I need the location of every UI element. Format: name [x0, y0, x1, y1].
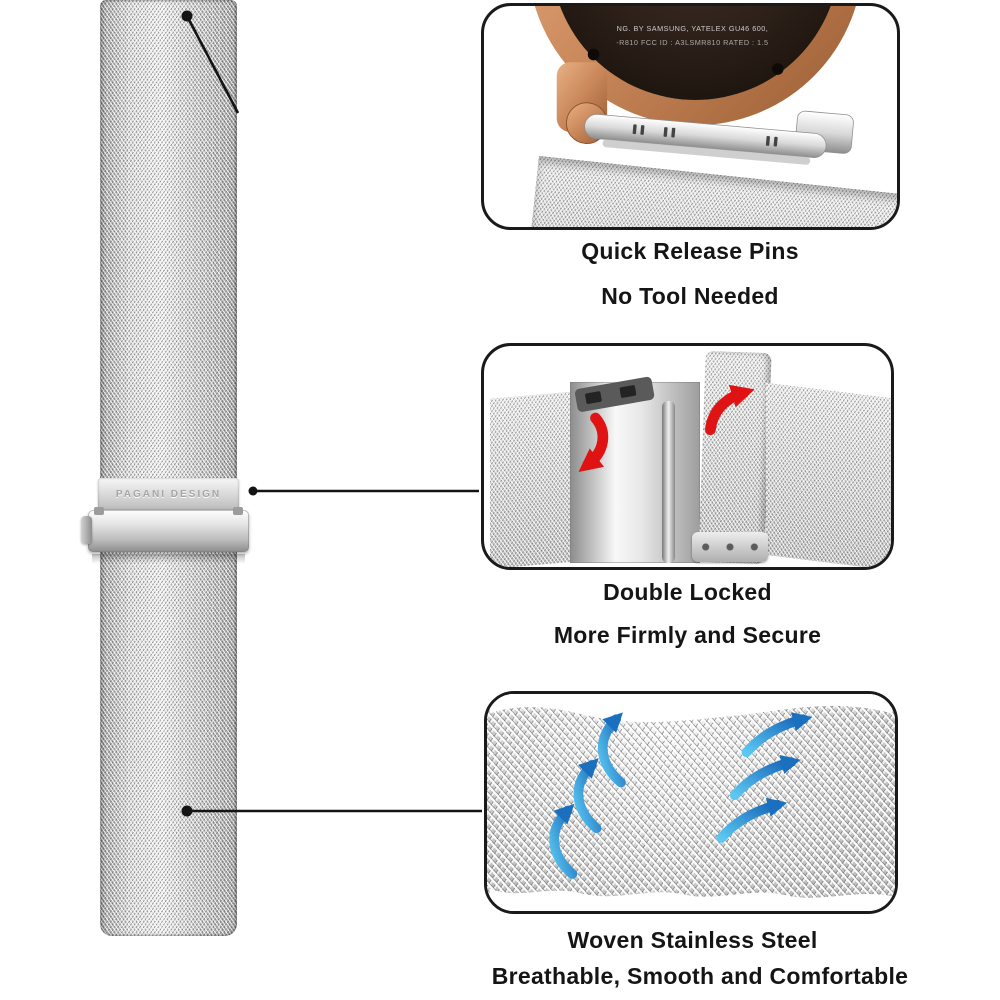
mesh-top-edge — [489, 694, 893, 723]
clasp-brand-plate: PAGANI DESIGN — [98, 478, 239, 510]
callout-3-title: Woven Stainless Steel — [567, 927, 818, 953]
double-lock-overlay — [574, 376, 755, 472]
callout-double-locked — [481, 343, 894, 570]
breathability-overlay — [489, 694, 893, 911]
brand-engraving: PAGANI DESIGN — [115, 488, 222, 500]
airflow-arrow-icon — [716, 797, 788, 843]
clasp-rod — [662, 401, 675, 563]
airflow-arrow-icon — [573, 758, 602, 834]
callout-quick-release: NG. BY SAMSUNG, YATELEX GU46 600, -R810 … — [481, 3, 900, 230]
caseback-screw-right — [771, 63, 784, 75]
clasp-underplate — [692, 532, 768, 562]
release-slot — [632, 124, 637, 135]
band-mesh-texture — [100, 0, 237, 936]
clasp-release-tab — [81, 516, 92, 544]
red-rotate-arrow-right-icon — [705, 384, 755, 436]
callout-1-title: Quick Release Pins — [581, 238, 799, 264]
spring-bar-assembly — [565, 102, 854, 165]
callout-woven-steel — [484, 691, 898, 914]
callout-3-subtitle: Breathable, Smooth and Comfortable — [491, 963, 909, 989]
airflow-arrows — [549, 712, 813, 879]
clasp-buckle — [88, 507, 249, 552]
watch-caseback — [560, 6, 831, 100]
airflow-arrow-icon — [549, 803, 578, 879]
clasp-fold-shadow — [92, 554, 245, 564]
callout-2-subtitle: More Firmly and Secure — [553, 622, 822, 648]
pointer-dot-middle — [248, 486, 258, 496]
watch-bezel-text-2: -R810 FCC ID : A3LSMR810 RATED : 1.5 — [616, 38, 768, 47]
mesh-bottom-edge — [489, 888, 893, 911]
watch-bezel-text-1: NG. BY SAMSUNG, YATELEX GU46 600, — [617, 24, 769, 33]
band-clasp: PAGANI DESIGN — [81, 470, 249, 570]
watch-case-ring — [534, 6, 856, 126]
watch-band: PAGANI DESIGN — [81, 0, 249, 936]
airflow-arrow-icon — [741, 712, 813, 758]
clasp-hinge — [574, 376, 655, 412]
airflow-arrow-icon — [729, 755, 801, 801]
caseback-screw-left — [587, 48, 600, 61]
clasp-plate-detail — [570, 382, 700, 563]
airflow-arrow-icon — [597, 712, 626, 788]
red-rotate-arrow-left-icon — [578, 412, 609, 472]
watch-lug-illustration: NG. BY SAMSUNG, YATELEX GU46 600, -R810 … — [534, 6, 856, 165]
callout-2-title: Double Locked — [603, 579, 772, 605]
callout-1-subtitle: No Tool Needed — [601, 283, 779, 309]
